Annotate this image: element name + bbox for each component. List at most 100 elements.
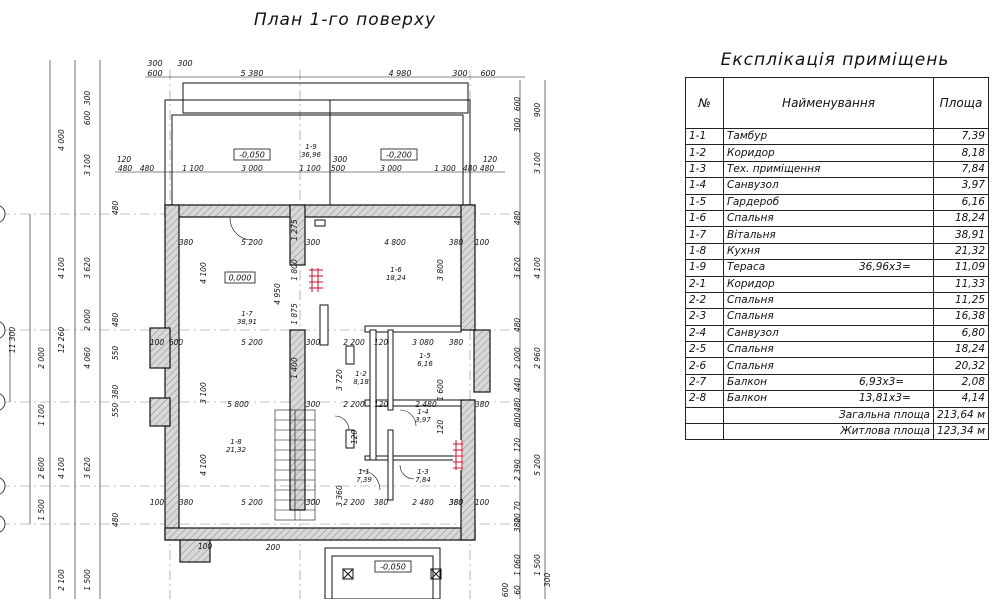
dimension-interior: 600 <box>169 338 184 347</box>
dimension-right: 2 390 <box>513 459 522 481</box>
dimension-left: 4 000 <box>57 129 66 151</box>
dimension-interior-vertical: 4 950 <box>273 283 282 305</box>
dimension-interior-vertical: 3 100 <box>199 382 208 404</box>
dimension-right: 900 <box>533 103 542 118</box>
room-name: Спальня <box>723 209 934 228</box>
dimension-top: 480 <box>118 164 133 173</box>
dimension-top: 1 100 <box>182 164 204 173</box>
total-value: 213,64 м <box>933 406 989 425</box>
dimension-interior: 5 800 <box>227 400 249 409</box>
dimension-top: 600 <box>480 69 495 78</box>
total-value: 123,34 м <box>933 423 989 441</box>
dimension-right: 60 <box>513 585 522 595</box>
room-name-text: Тамбур <box>727 130 768 143</box>
room-num: 1-8 <box>685 242 724 261</box>
room-num: 2-8 <box>685 390 724 408</box>
dimension-right: 480 <box>513 398 522 413</box>
dimension-top: 4 980 <box>389 69 412 78</box>
dimension-interior: 5 200 <box>241 338 263 347</box>
dimension-interior-vertical: 3 720 <box>335 369 344 391</box>
room-name-text: Тераса <box>727 261 766 274</box>
room-area: 6,80 <box>933 324 989 343</box>
room-num: 1-4 <box>685 177 724 195</box>
plan-title: План 1-го поверху <box>253 10 437 30</box>
room-name: Тамбур <box>723 127 934 146</box>
dimension-left: 3 620 <box>83 257 92 279</box>
room-name-text: Балкон <box>727 376 767 389</box>
room-label-1-9-area: 36,96 <box>301 151 322 159</box>
dimension-right: 300 <box>543 573 552 588</box>
dimension-left: 2 100 <box>57 569 66 591</box>
dimension-left: 1 500 <box>37 499 46 521</box>
room-name-text: Санвузол <box>727 179 779 192</box>
dimension-interior: 380 <box>449 338 464 347</box>
dimension-top: 480 <box>140 164 155 173</box>
room-area-calc: 13,81х3= <box>859 392 911 405</box>
dimension-right: 600 <box>501 583 510 598</box>
dimension-left: 480 <box>111 201 120 216</box>
dimension-left: 4 100 <box>57 257 66 279</box>
header-name: Найменування <box>723 77 934 129</box>
room-label-1-3-num: 1-3 <box>417 468 428 476</box>
room-area: 18,24 <box>933 209 989 228</box>
dimension-right: 20 <box>513 513 522 523</box>
dimension-interior: 5 200 <box>241 498 263 507</box>
room-num: 2-1 <box>685 275 724 293</box>
dimension-top: 480 <box>463 164 478 173</box>
room-area: 8,18 <box>933 144 989 162</box>
room-label-1-4-area: 3,97 <box>415 416 431 424</box>
room-area: 4,14 <box>933 390 989 408</box>
total-label: Загальна площа <box>723 406 934 425</box>
room-label-1-9-num: 1-9 <box>305 143 317 151</box>
dimension-right: 3 620 <box>513 257 522 279</box>
dimension-left: 380 <box>111 385 120 400</box>
dimension-left: 2 000 <box>37 347 46 369</box>
dimension-top: 120 <box>117 155 132 164</box>
room-area-calc: 36,96х3= <box>859 261 911 274</box>
dimension-left: 600 <box>83 111 92 126</box>
dimension-top: 300 <box>147 59 162 68</box>
dimension-interior: 100 <box>150 498 165 507</box>
dimension-interior: 380 <box>449 238 464 247</box>
dimension-top: 500 <box>331 164 346 173</box>
dimension-right: 440 <box>513 378 522 393</box>
dimension-right: 1 500 <box>533 554 542 576</box>
dimension-interior: 200 <box>266 543 281 552</box>
dimension-right: 480 <box>513 318 522 333</box>
dimension-interior-vertical: 4 100 <box>199 454 208 476</box>
room-num: 1-3 <box>685 160 724 179</box>
room-name: Тераса 36,96х3= <box>723 259 934 277</box>
room-area: 21,32 <box>933 242 989 261</box>
room-area: 6,16 <box>933 193 989 211</box>
dimension-left: 1 500 <box>83 569 92 591</box>
dimension-interior: 300 <box>306 400 321 409</box>
dimension-right: 380 <box>513 518 522 533</box>
room-area: 7,84 <box>933 160 989 179</box>
room-label-1-7-area: 38,91 <box>237 318 257 326</box>
dimension-interior: 380 <box>449 498 464 507</box>
level-terrace-left: -0,050 <box>239 151 265 160</box>
dimension-left: 550 <box>111 403 120 418</box>
room-label-1-8-num: 1-8 <box>230 438 242 446</box>
room-num: 1-2 <box>685 144 724 162</box>
dimension-interior: 2 480 <box>412 498 434 507</box>
dimension-top: 600 <box>147 69 162 78</box>
room-num: 1-9 <box>685 259 724 277</box>
room-num: 2-4 <box>685 324 724 343</box>
dimension-interior: 2 200 <box>343 400 365 409</box>
dimension-top: 5 380 <box>241 69 264 78</box>
dimension-interior-vertical: 3 800 <box>436 259 445 281</box>
dimension-top: 300 <box>452 69 467 78</box>
dimension-interior-vertical: 1 875 <box>290 303 299 325</box>
dimension-right: 2 000 <box>513 347 522 369</box>
floor-plan-drawing: -0,050 -0,200 0,000 -0,050 1-9 36,96 1-6… <box>0 59 552 599</box>
room-label-1-3-area: 7,84 <box>415 476 431 484</box>
